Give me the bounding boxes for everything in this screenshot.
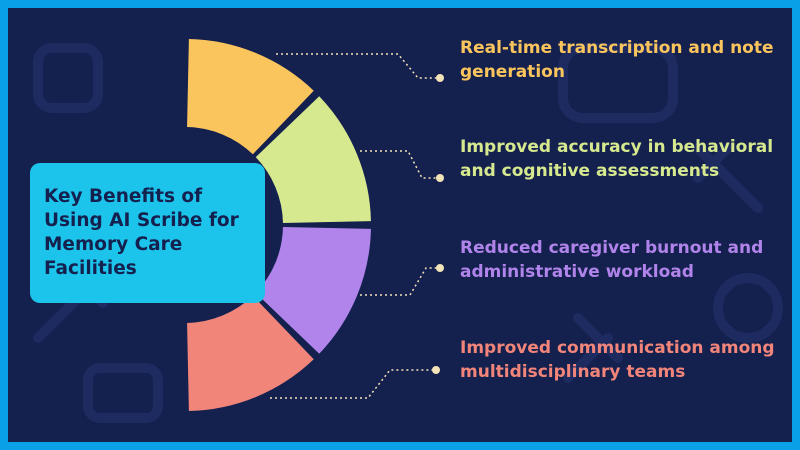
connector-line-3	[360, 267, 440, 296]
benefit-label-3: Reduced caregiver burnout and administra…	[460, 238, 764, 282]
capsule-icon	[713, 273, 783, 343]
benefit-label-4: Improved communication among multidiscip…	[460, 338, 775, 382]
connector-dot-4	[432, 366, 440, 374]
infographic-frame: Key Benefits of Using AI Scribe for Memo…	[8, 8, 792, 442]
benefit-label-1: Real-time transcription and note generat…	[460, 38, 774, 82]
connector-lines	[270, 53, 444, 399]
connector-line-2	[360, 150, 440, 179]
ring-segment-2	[255, 96, 371, 223]
connector-dot-1	[436, 74, 444, 82]
benefits-diagram	[187, 39, 444, 411]
ring-segment-3	[255, 227, 371, 354]
ring-segment-1	[187, 39, 314, 155]
ring-segment-4	[187, 295, 314, 411]
title-card: Key Benefits of Using AI Scribe for Memo…	[30, 163, 265, 303]
kit-icon	[83, 363, 163, 423]
ring-segments	[187, 39, 371, 411]
thermometer-icon	[563, 313, 623, 383]
stethoscope-icon	[693, 143, 763, 213]
benefit-label-2: Improved accuracy in behavioral and cogn…	[460, 137, 774, 181]
medical-box-icon	[33, 43, 103, 113]
connector-line-1	[276, 53, 440, 79]
connector-dot-2	[436, 174, 444, 182]
pill-icon	[558, 43, 678, 123]
connector-dot-3	[436, 264, 444, 272]
diagram-title: Key Benefits of Using AI Scribe for Memo…	[44, 186, 239, 279]
connector-line-4	[270, 369, 436, 399]
